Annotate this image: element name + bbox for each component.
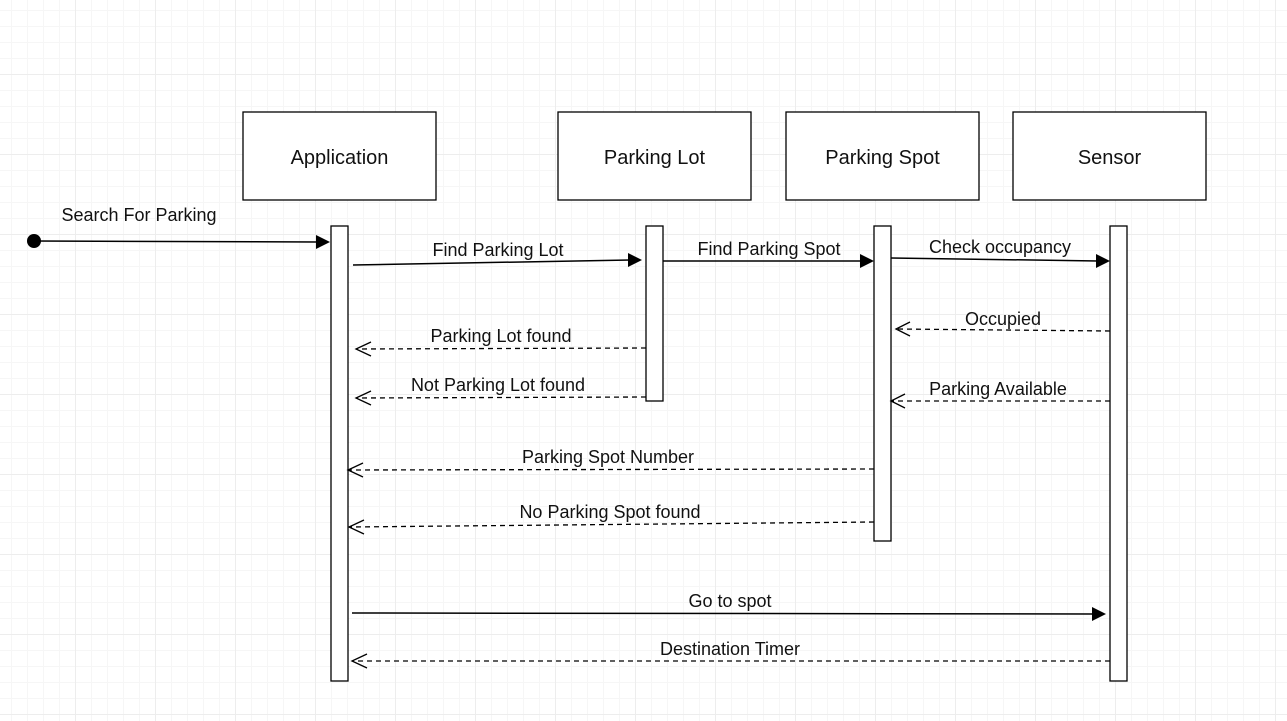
participant-box <box>785 111 980 201</box>
message-label: Occupied <box>965 309 1041 329</box>
message-no-parking-spot-found[interactable]: No Parking Spot found <box>347 502 875 535</box>
open-arrowhead-icon <box>354 341 372 357</box>
activation-bar-sensor[interactable] <box>1109 225 1128 682</box>
message-line <box>351 612 1095 615</box>
message-check-occupancy[interactable]: Check occupancy <box>890 237 1110 268</box>
message-line <box>347 468 875 471</box>
filled-arrowhead-icon <box>860 254 874 268</box>
message-label: Find Parking Spot <box>697 239 840 259</box>
filled-arrowhead-icon <box>316 235 330 249</box>
participant-application[interactable]: Application <box>242 111 437 201</box>
participant-label: Sensor <box>1078 147 1142 169</box>
message-label: No Parking Spot found <box>519 502 700 522</box>
message-line <box>33 240 319 243</box>
participant-parking-spot[interactable]: Parking Spot <box>785 111 980 201</box>
message-not-parking-lot-found[interactable]: Not Parking Lot found <box>354 375 647 406</box>
activation-bar-parking-spot[interactable] <box>873 225 892 542</box>
participant-label: Parking Lot <box>604 147 706 169</box>
participant-box <box>557 111 752 201</box>
message-parking-lot-found[interactable]: Parking Lot found <box>354 326 647 357</box>
open-arrowhead-icon <box>350 653 368 669</box>
participant-parking-lot[interactable]: Parking Lot <box>557 111 752 201</box>
message-label: Not Parking Lot found <box>411 375 585 395</box>
message-search-for-parking[interactable]: Search For Parking <box>33 205 330 249</box>
participant-label: Parking Spot <box>825 147 940 169</box>
message-line <box>348 521 875 528</box>
open-arrowhead-icon <box>889 393 906 409</box>
message-label: Go to spot <box>688 591 771 611</box>
message-line <box>352 259 631 266</box>
message-label: Parking Lot found <box>430 326 571 346</box>
message-go-to-spot[interactable]: Go to spot <box>351 591 1106 621</box>
message-line <box>895 328 1111 332</box>
open-arrowhead-icon <box>894 321 911 337</box>
message-occupied[interactable]: Occupied <box>894 309 1111 337</box>
participant-box <box>1012 111 1207 201</box>
participant-box <box>242 111 437 201</box>
message-label: Search For Parking <box>61 205 216 225</box>
message-line <box>355 396 647 399</box>
open-arrowhead-icon <box>346 462 364 478</box>
activation-bar-parking-lot[interactable] <box>645 225 664 402</box>
message-parking-spot-number[interactable]: Parking Spot Number <box>346 447 875 478</box>
message-line <box>355 347 647 350</box>
message-parking-available[interactable]: Parking Available <box>889 379 1110 409</box>
participant-sensor[interactable]: Sensor <box>1012 111 1207 201</box>
message-find-parking-spot[interactable]: Find Parking Spot <box>663 239 874 268</box>
message-label: Destination Timer <box>660 639 800 659</box>
message-find-parking-lot[interactable]: Find Parking Lot <box>352 240 642 267</box>
message-destination-timer[interactable]: Destination Timer <box>350 639 1110 669</box>
message-label: Check occupancy <box>929 237 1071 257</box>
message-line <box>890 257 1099 262</box>
activation-bar-application[interactable] <box>330 225 349 682</box>
filled-arrowhead-icon <box>628 253 642 267</box>
message-label: Parking Spot Number <box>522 447 694 467</box>
filled-arrowhead-icon <box>1096 254 1110 268</box>
open-arrowhead-icon <box>354 390 372 406</box>
message-label: Find Parking Lot <box>432 240 563 260</box>
open-arrowhead-icon <box>347 519 365 535</box>
participant-label: Application <box>291 147 389 169</box>
filled-arrowhead-icon <box>1092 607 1106 621</box>
message-label: Parking Available <box>929 379 1067 399</box>
